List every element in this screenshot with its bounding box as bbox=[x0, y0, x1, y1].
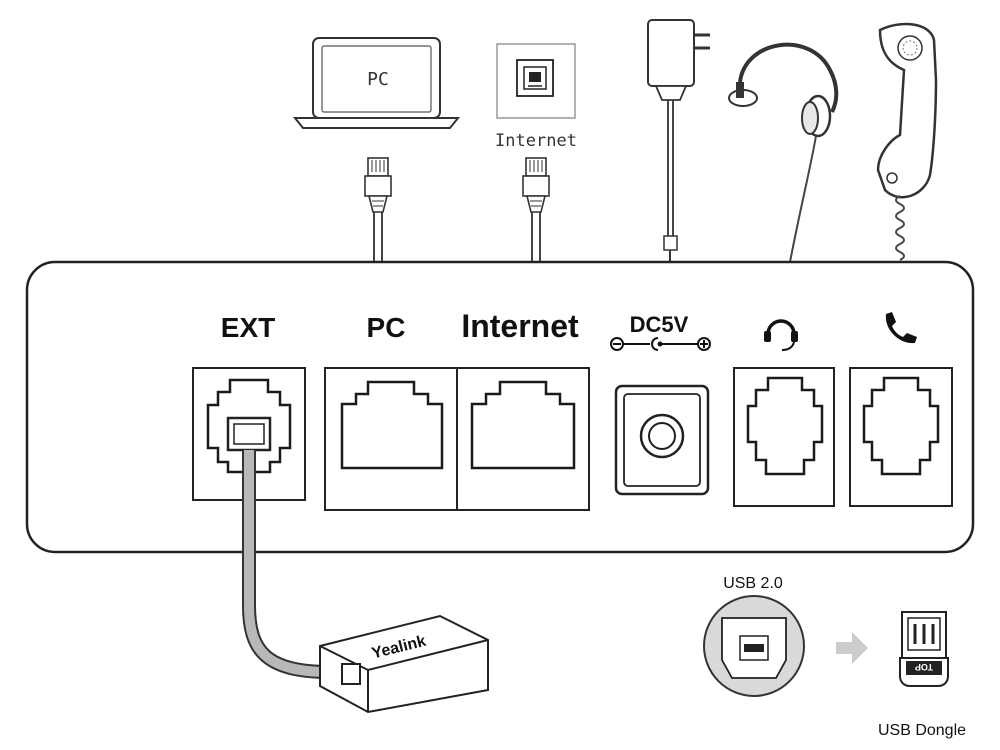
headset-port[interactable] bbox=[733, 367, 835, 507]
headset-device-icon bbox=[728, 42, 839, 263]
internet-ethernet-port[interactable] bbox=[456, 367, 590, 511]
expansion-module: Yealink bbox=[319, 614, 489, 714]
usb-dongle-label: USB Dongle bbox=[878, 722, 966, 739]
ext-port-label: EXT bbox=[221, 312, 275, 343]
arrow-right-icon bbox=[836, 632, 868, 664]
internet-jack-label: Internet bbox=[495, 131, 577, 151]
internet-ethernet-plug bbox=[522, 157, 550, 262]
usb-dongle-top-text: TOP bbox=[915, 662, 933, 672]
internet-port-label: Internet bbox=[461, 308, 579, 344]
pc-ethernet-port[interactable] bbox=[324, 367, 458, 511]
handset-port[interactable] bbox=[849, 367, 953, 507]
usb-port-label: USB 2.0 bbox=[723, 575, 783, 592]
handset-device-icon bbox=[876, 22, 938, 261]
pc-ethernet-plug bbox=[364, 157, 392, 262]
dc-port-label: DC5V bbox=[630, 312, 689, 337]
handset-icon bbox=[885, 312, 917, 344]
pc-port-label: PC bbox=[367, 312, 406, 343]
dc-polarity-icon bbox=[610, 337, 711, 351]
laptop-label: PC bbox=[367, 69, 389, 90]
usb-port[interactable] bbox=[703, 595, 805, 697]
usb-dongle[interactable]: TOP bbox=[899, 611, 949, 687]
ethernet-jack-icon: Internet bbox=[495, 43, 577, 151]
power-adapter-icon bbox=[647, 19, 710, 262]
laptop-icon: PC bbox=[292, 37, 461, 129]
dc-power-port[interactable] bbox=[614, 384, 710, 496]
headset-icon bbox=[764, 319, 798, 351]
